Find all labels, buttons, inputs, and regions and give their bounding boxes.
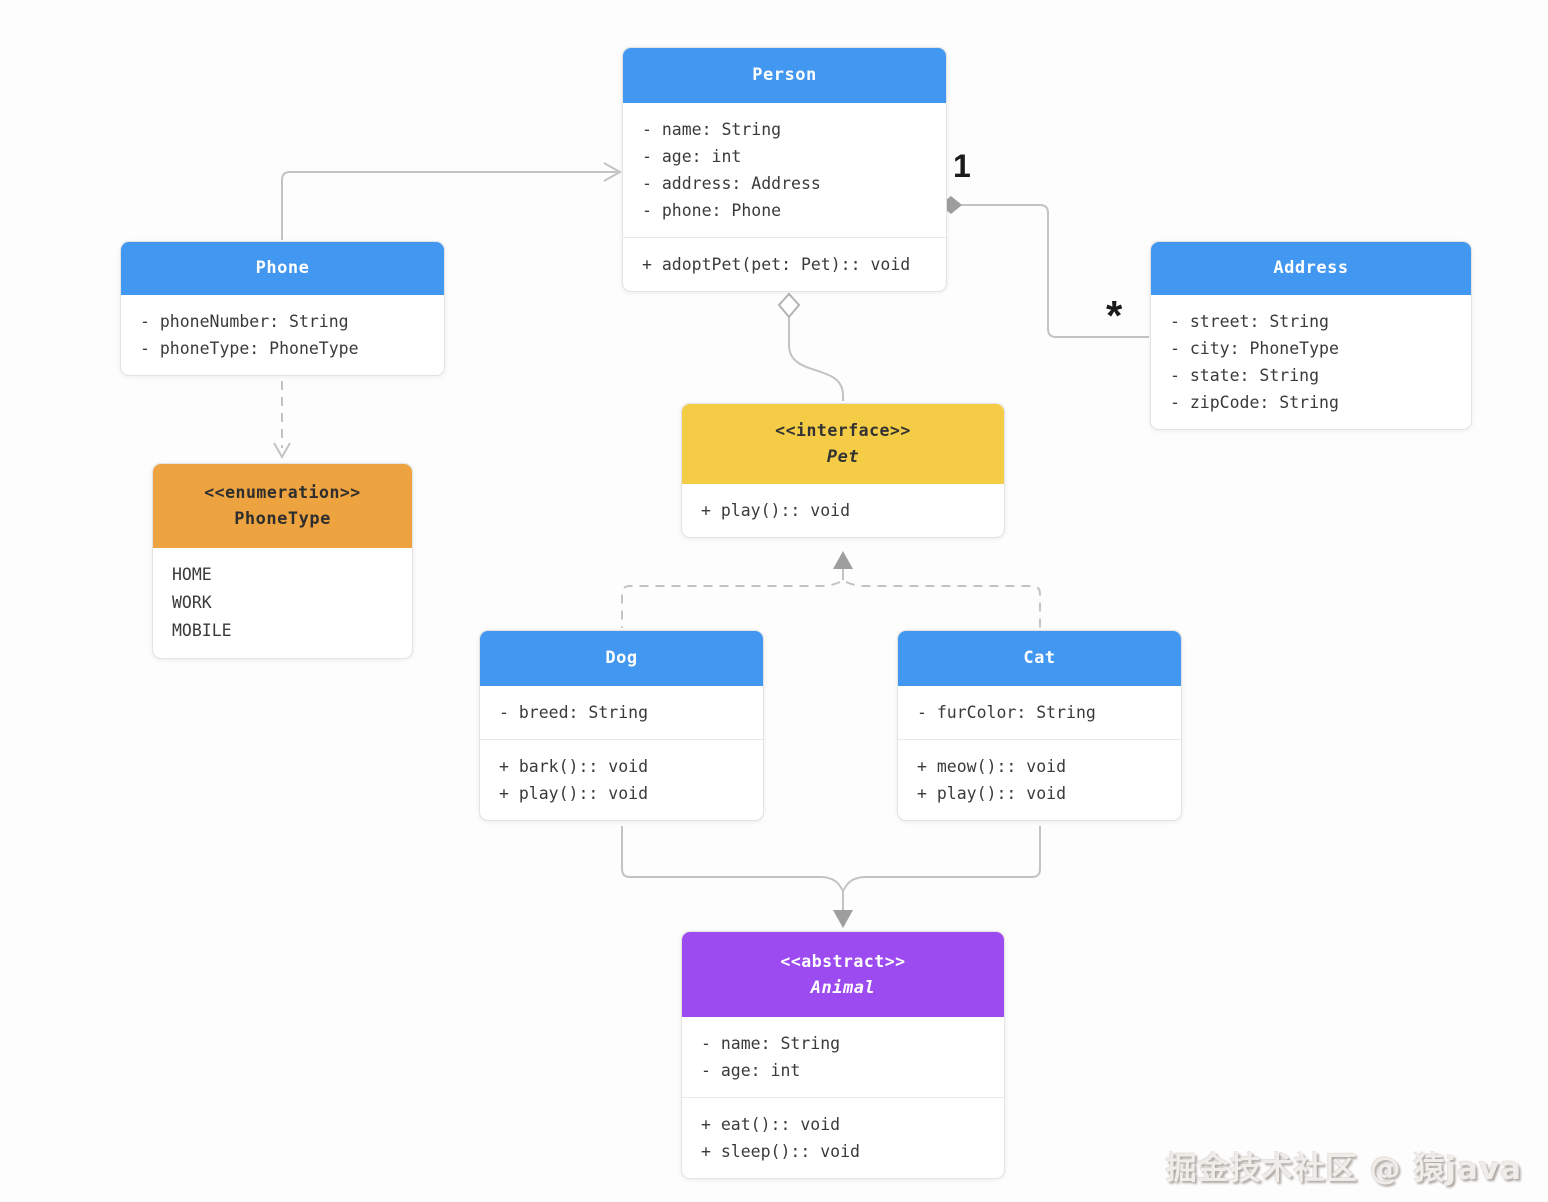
attribute-row: - street: String [1170,312,1329,331]
hollow-diamond-icon [777,292,801,319]
enum-phonetype-values: HOME WORK MOBILE [153,548,412,658]
method-row: + meow():: void [917,757,1067,776]
class-person: Person - name: String - age: int - addre… [622,47,947,292]
class-phone: Phone - phoneNumber: String - phoneType:… [120,241,445,376]
dependency-phone-phonetype [273,381,291,460]
attribute-row: - age: int [701,1061,801,1080]
association-phone-person [281,162,623,240]
abstract-animal-attributes: - name: String - age: int [682,1017,1004,1097]
enum-value-row: HOME [172,565,212,584]
class-phone-header: Phone [121,242,444,295]
enum-phonetype-header: <<enumeration>> PhoneType [153,464,412,548]
attribute-row: - breed: String [499,703,649,722]
interface-pet-header: <<interface>> Pet [682,404,1004,484]
class-person-header: Person [623,48,946,103]
method-row: + eat():: void [701,1115,841,1134]
class-cat-title: Cat [1023,648,1056,668]
class-address-attributes: - street: String - city: PhoneType - sta… [1151,295,1471,429]
aggregation-person-pet [777,292,844,401]
attribute-row: - name: String [642,120,782,139]
attribute-row: - address: Address [642,174,821,193]
class-address-header: Address [1151,242,1471,295]
class-dog-attributes: - breed: String [480,686,763,739]
attribute-row: - phoneType: PhoneType [140,339,359,358]
method-row: + play():: void [917,784,1067,803]
interface-pet-methods: + play():: void [682,484,1004,537]
abstract-stereotype: <<abstract>> [780,951,906,971]
realization-dog-cat-pet [621,551,1041,628]
class-cat-methods: + meow():: void + play():: void [898,739,1181,820]
attribute-row: - state: String [1170,366,1320,385]
triangle-up-icon [833,551,853,569]
class-dog: Dog - breed: String + bark():: void + pl… [479,630,764,821]
abstract-animal-methods: + eat():: void + sleep():: void [682,1097,1004,1178]
triangle-down-icon [833,910,853,928]
class-cat-header: Cat [898,631,1181,686]
multiplicity-many-label: * [1106,292,1123,339]
class-dog-methods: + bark():: void + play():: void [480,739,763,820]
multiplicity-one-label: 1 [953,148,971,184]
method-row: + play():: void [701,501,851,520]
enum-value-row: MOBILE [172,621,232,640]
class-phone-title: Phone [255,258,310,278]
class-dog-header: Dog [480,631,763,686]
method-row: + adoptPet(pet: Pet):: void [642,255,911,274]
class-cat-attributes: - furColor: String [898,686,1181,739]
open-arrowhead-icon [273,442,291,460]
abstract-animal: <<abstract>> Animal - name: String - age… [681,931,1005,1179]
attribute-row: - phone: Phone [642,201,782,220]
interface-pet-title: Pet [826,447,860,467]
enum-value-row: WORK [172,593,212,612]
attribute-row: - city: PhoneType [1170,339,1339,358]
attribute-row: - phoneNumber: String [140,312,349,331]
class-person-methods: + adoptPet(pet: Pet):: void [623,237,946,291]
method-row: + sleep():: void [701,1142,860,1161]
interface-pet: <<interface>> Pet + play():: void [681,403,1005,538]
class-address-title: Address [1273,258,1349,278]
class-address: Address - street: String - city: PhoneTy… [1150,241,1472,430]
abstract-animal-title: Animal [810,977,876,998]
attribute-row: - zipCode: String [1170,393,1339,412]
class-person-attributes: - name: String - age: int - address: Add… [623,103,946,237]
interface-stereotype: <<interface>> [775,421,911,440]
method-row: + bark():: void [499,757,649,776]
attribute-row: - name: String [701,1034,841,1053]
open-arrowhead-icon [603,162,623,182]
class-person-title: Person [752,65,817,85]
generalization-dog-cat-animal [621,826,1041,928]
enum-phonetype-title: PhoneType [234,509,331,529]
attribute-row: - age: int [642,147,742,166]
enum-phonetype: <<enumeration>> PhoneType HOME WORK MOBI… [152,463,413,659]
class-phone-attributes: - phoneNumber: String - phoneType: Phone… [121,295,444,375]
method-row: + play():: void [499,784,649,803]
attribute-row: - furColor: String [917,703,1096,722]
class-cat: Cat - furColor: String + meow():: void +… [897,630,1182,821]
class-dog-title: Dog [605,648,638,668]
watermark-text: 掘金技术社区 @ 猿java [1165,1151,1522,1187]
enum-stereotype: <<enumeration>> [204,483,361,502]
abstract-animal-header: <<abstract>> Animal [682,932,1004,1017]
